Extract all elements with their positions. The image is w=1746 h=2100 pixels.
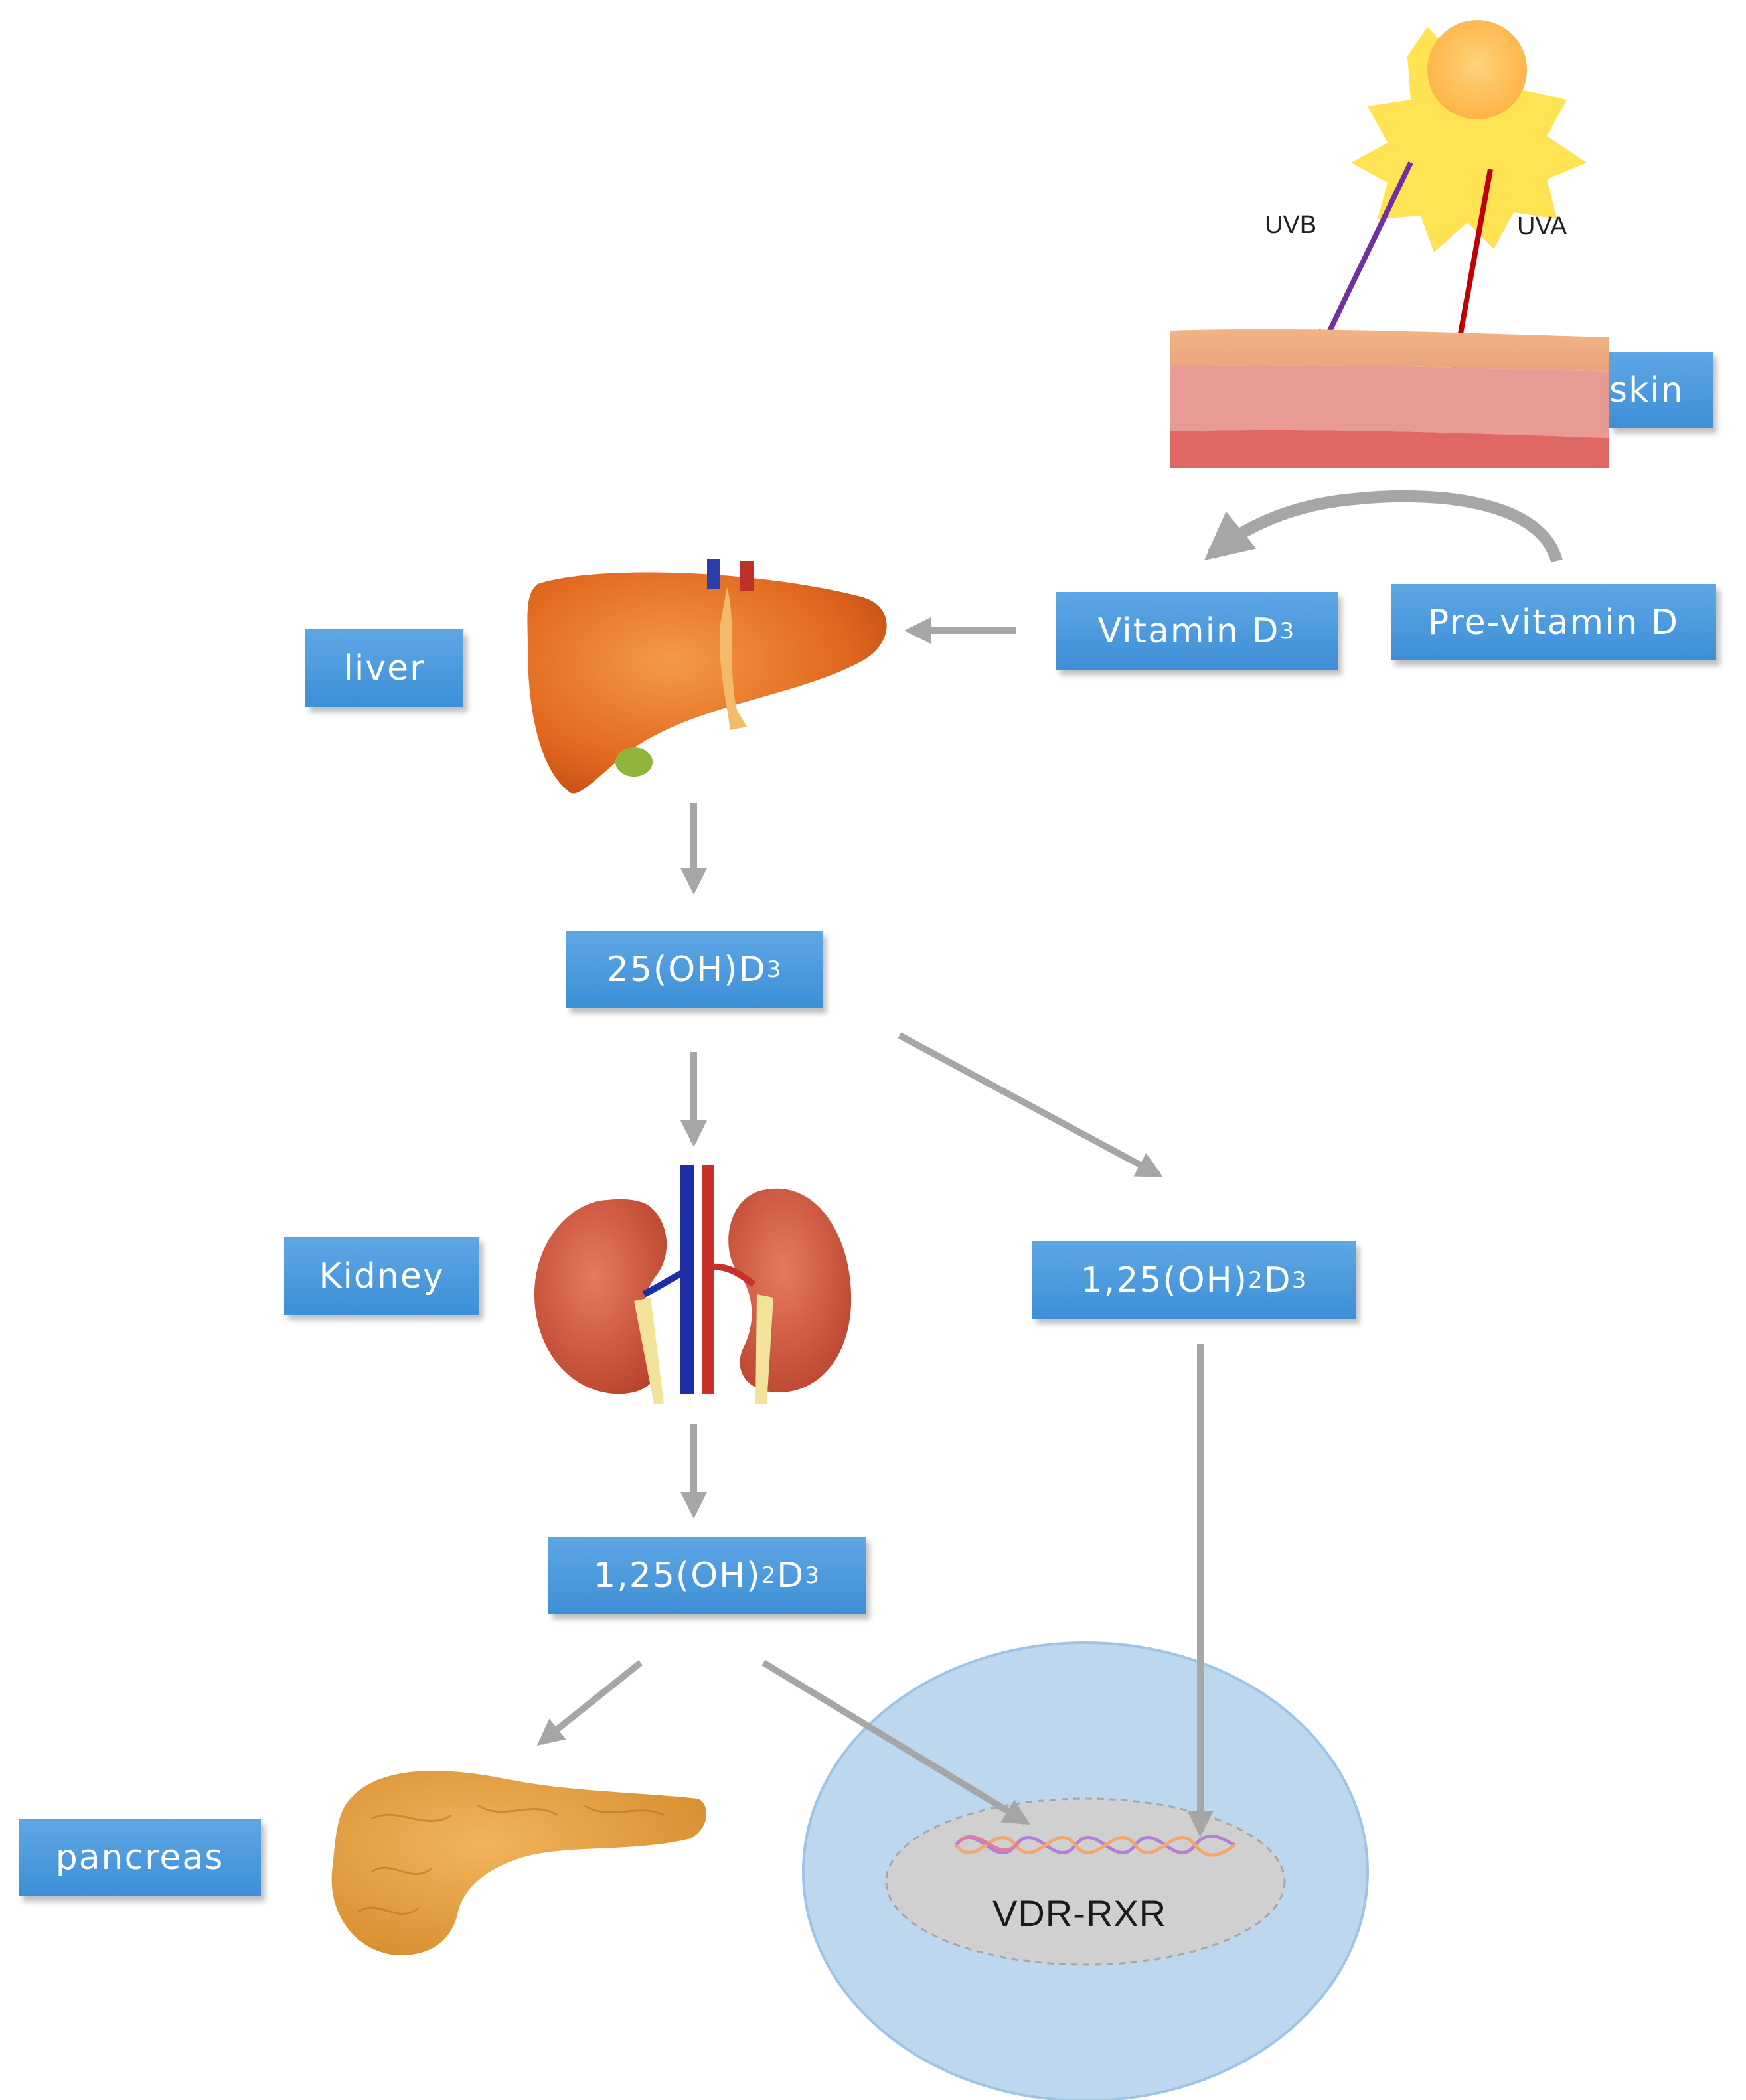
skin-label: skin	[1609, 370, 1684, 410]
dna-helix-icon	[955, 1834, 1236, 1857]
kidney-icon	[534, 1165, 852, 1404]
sun-icon	[1351, 20, 1587, 252]
pancreas-label: pancreas	[55, 1837, 224, 1878]
vdr-rxr-label: VDR-RXR	[992, 1892, 1167, 1934]
pre-vitamin-d-label: Pre-vitamin D	[1427, 602, 1680, 642]
pancreas-icon	[331, 1771, 706, 1955]
left-125-text-a: 1,25(OH)	[594, 1555, 761, 1596]
left-125-to-nucleus-arrow	[761, 1659, 1030, 1825]
left-125-to-pancreas-arrow	[536, 1660, 643, 1746]
25ohd3-to-right-125-arrow	[898, 1032, 1164, 1178]
conversion-curved-arrow	[1204, 490, 1563, 563]
skin-layers-icon	[1170, 329, 1609, 468]
liver-box: liver	[305, 629, 463, 707]
liver-icon	[527, 559, 887, 794]
liver-label: liver	[343, 648, 426, 688]
nucleus-shape	[885, 1797, 1286, 1966]
25-oh-d3-label: 25(OH)D	[606, 949, 767, 990]
uva-label: UVA	[1517, 212, 1567, 240]
pancreas-box: pancreas	[19, 1819, 261, 1896]
pre-vitamin-d-box: Pre-vitamin D	[1391, 584, 1716, 660]
right-125-text-a: 1,25(OH)	[1080, 1260, 1249, 1300]
right-125-text-b: D	[1263, 1260, 1292, 1300]
left-125-text-b: D	[777, 1555, 805, 1596]
kidney-label: Kidney	[319, 1256, 445, 1296]
uvb-arrow	[1318, 161, 1413, 352]
vitamin-d3-label: Vitamin D	[1097, 611, 1280, 651]
skin-box: skin	[1609, 352, 1713, 428]
kidney-box: Kidney	[284, 1237, 479, 1315]
uvb-label: UVB	[1265, 211, 1317, 239]
